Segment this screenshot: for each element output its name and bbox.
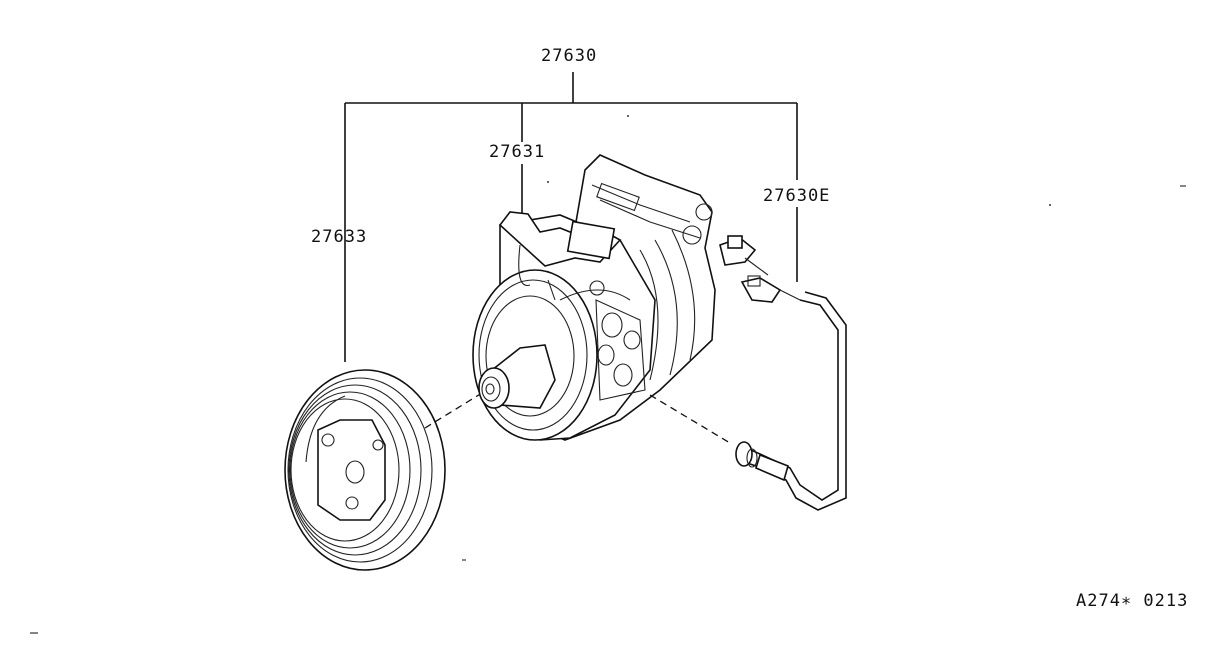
scan-specks [30,115,1186,634]
sensor-alignment-line [649,394,731,444]
assembly-leader-lines [344,72,798,362]
pulley-part [284,369,446,571]
callout-27631: 27631 [489,142,546,162]
figure-code: A274∗ 0213 [1076,591,1189,611]
connector-part [719,235,801,303]
callout-27630: 27630 [541,46,598,66]
callout-27630e: 27630E [763,186,831,206]
compressor-part [472,154,716,441]
pipe-with-sensor-part [735,291,847,511]
callout-27633: 27633 [311,227,368,247]
